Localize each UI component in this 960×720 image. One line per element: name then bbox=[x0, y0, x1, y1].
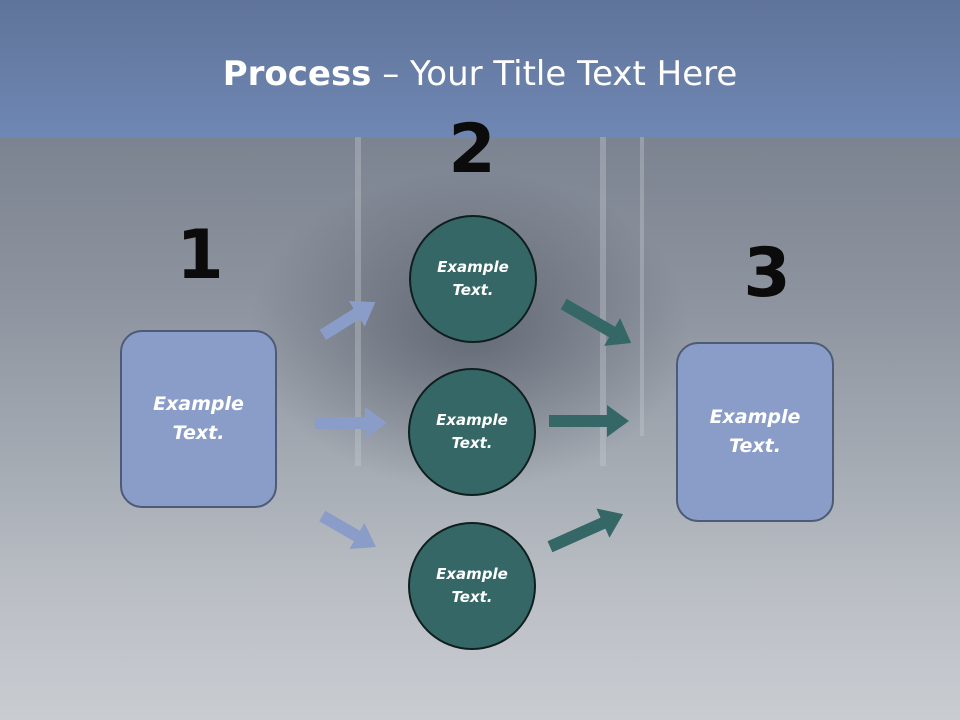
arrow-bottom-to-right bbox=[547, 508, 624, 553]
circle-bottom-label: Example Text. bbox=[436, 565, 508, 606]
step-number-2: 2 bbox=[448, 110, 496, 189]
circle-top: Example Text. bbox=[409, 215, 537, 343]
circle-bottom: Example Text. bbox=[408, 522, 536, 650]
arrow-top-to-right bbox=[560, 298, 632, 346]
arrow-left-to-top bbox=[319, 301, 376, 341]
left-box: Example Text. bbox=[120, 330, 277, 508]
left-arrows bbox=[315, 301, 387, 549]
circle-middle-label: Example Text. bbox=[436, 411, 508, 452]
arrow-left-to-middle bbox=[315, 407, 387, 439]
arrow-middle-to-right bbox=[549, 405, 629, 437]
right-box-label: Example Text. bbox=[709, 406, 801, 457]
right-box: Example Text. bbox=[676, 342, 834, 522]
right-arrows bbox=[547, 298, 632, 553]
background-pillar bbox=[640, 136, 644, 436]
title-rest: – Your Title Text Here bbox=[371, 54, 738, 94]
step-number-1: 1 bbox=[176, 216, 224, 295]
circle-middle: Example Text. bbox=[408, 368, 536, 496]
left-box-label: Example Text. bbox=[153, 393, 244, 444]
circle-top-label: Example Text. bbox=[437, 258, 509, 299]
title-bar bbox=[0, 0, 960, 137]
background-pillar bbox=[600, 136, 606, 466]
background-pillar bbox=[355, 136, 361, 466]
slide-title: Process – Your Title Text Here bbox=[0, 52, 960, 96]
title-bold: Process bbox=[222, 54, 372, 94]
arrow-left-to-bottom bbox=[319, 510, 376, 549]
step-number-3: 3 bbox=[743, 234, 791, 313]
